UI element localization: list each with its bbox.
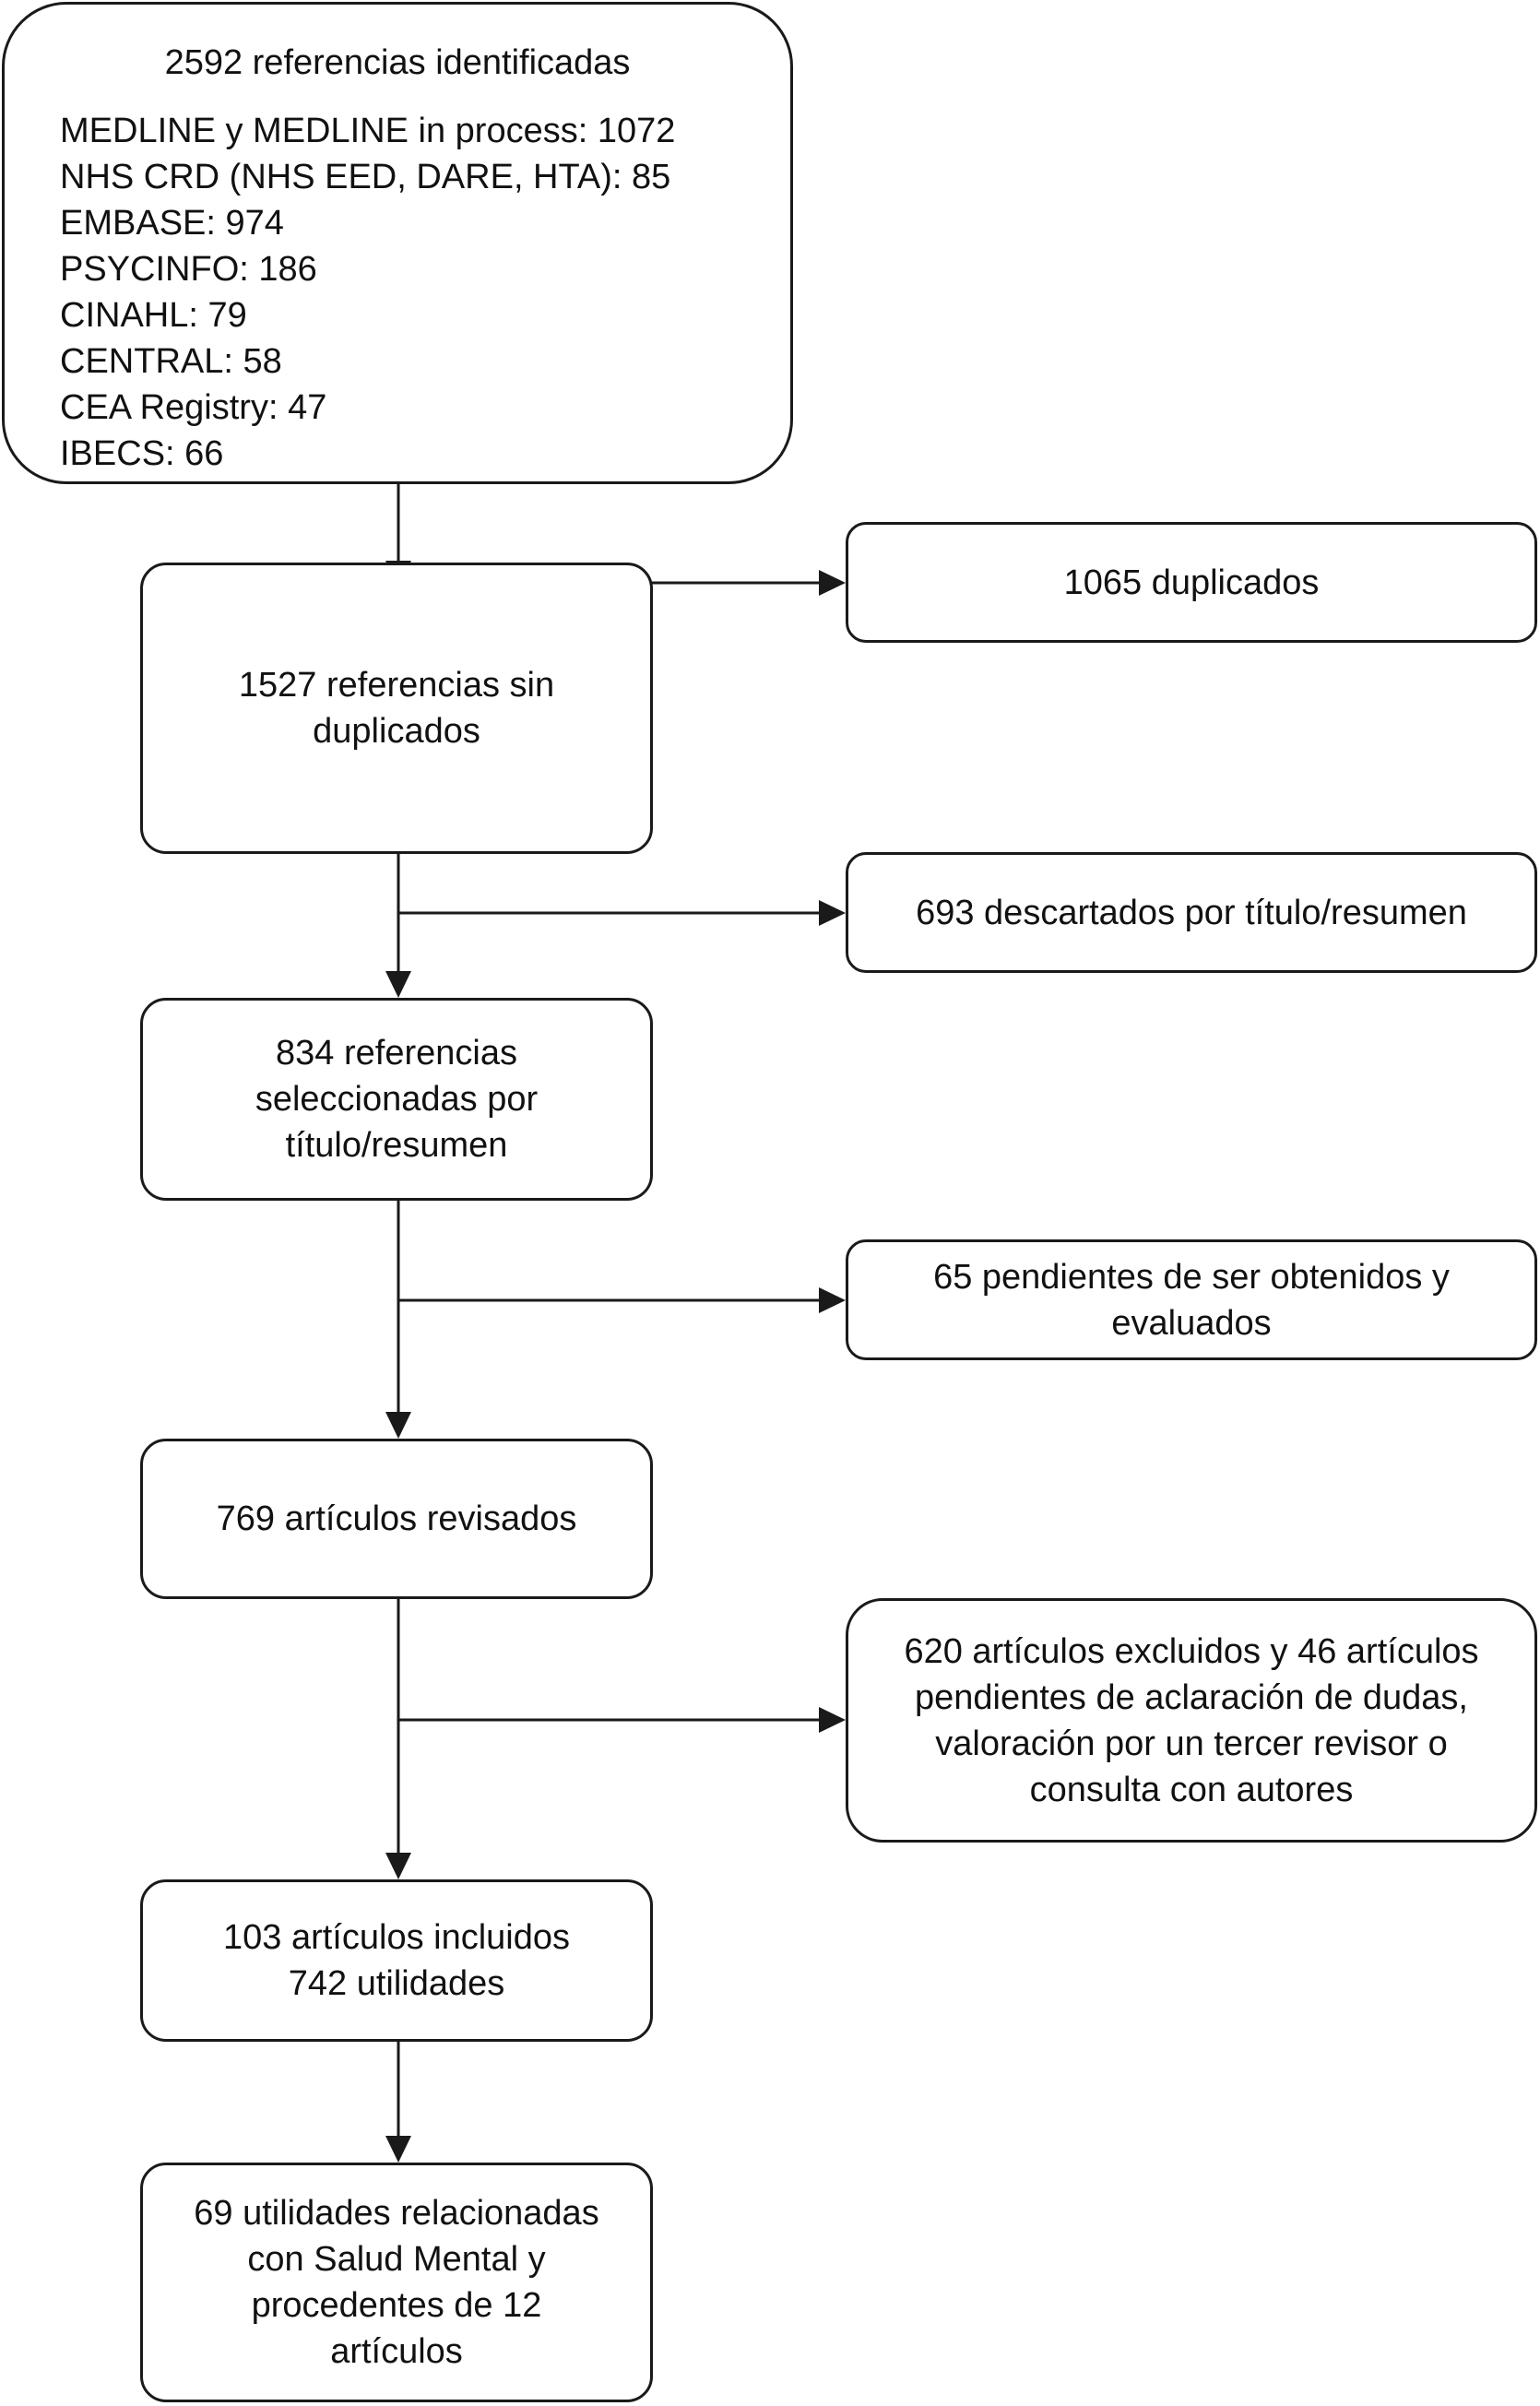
selected-by-title-abstract-box: 834 referencias seleccionadas por título…: [140, 998, 653, 1201]
box-text-line: consulta con autores: [1029, 1770, 1354, 1809]
included-articles-box: 103 artículos incluidos 742 utilidades: [140, 1879, 653, 2042]
database-count: CEA Registry: 47: [60, 388, 327, 427]
box-text-line: valoración por un tercer revisor o: [935, 1724, 1448, 1763]
database-count: CINAHL: 79: [60, 296, 247, 335]
box-text-line: seleccionadas por: [255, 1080, 539, 1119]
box-text-line: pendientes de aclaración de dudas,: [914, 1677, 1468, 1717]
box-text-line: 103 artículos incluidos: [223, 1918, 570, 1957]
discarded-by-title-abstract-box: 693 descartados por título/resumen: [846, 852, 1537, 973]
box-text-line: 620 artículos excluidos y 46 artículos: [904, 1631, 1479, 1671]
duplicates-box: 1065 duplicados: [846, 522, 1537, 643]
excluded-articles-box: 620 artículos excluidos y 46 artículos p…: [846, 1598, 1537, 1843]
mental-health-utilities-box: 69 utilidades relacionadas con Salud Men…: [140, 2163, 653, 2402]
box-text-line: 69 utilidades relacionadas: [194, 2194, 599, 2233]
identified-references-title: 2592 referencias identificadas: [164, 43, 631, 82]
box-text-line: con Salud Mental y: [247, 2240, 546, 2279]
database-count: EMBASE: 974: [60, 204, 284, 243]
box-text-line: 1527 referencias sin: [238, 666, 555, 705]
box-text-line: 65 pendientes de ser obtenidos y: [933, 1257, 1450, 1297]
identified-references-box: 2592 referencias identificadas MEDLINE y…: [2, 2, 793, 484]
box-text-line: 834 referencias: [276, 1034, 517, 1073]
pending-retrieval-box: 65 pendientes de ser obtenidos y evaluad…: [846, 1239, 1537, 1360]
box-text-line: procedentes de 12: [251, 2286, 542, 2325]
database-count: NHS CRD (NHS EED, DARE, HTA): 85: [60, 158, 671, 196]
database-count: MEDLINE y MEDLINE in process: 1072: [60, 112, 676, 150]
box-text-line: título/resumen: [285, 1126, 508, 1165]
deduplicated-references-box: 1527 referencias sin duplicados: [140, 563, 653, 854]
box-text-line: artículos: [330, 2332, 463, 2371]
box-text-line: 693 descartados por título/resumen: [916, 893, 1467, 932]
box-text-line: 1065 duplicados: [1063, 563, 1320, 602]
box-text-line: duplicados: [313, 712, 480, 751]
database-count: IBECS: 66: [60, 434, 224, 473]
reviewed-articles-box: 769 artículos revisados: [140, 1439, 653, 1599]
box-text-line: 769 artículos revisados: [216, 1499, 577, 1538]
database-count: CENTRAL: 58: [60, 342, 282, 381]
box-text-line: 742 utilidades: [288, 1964, 505, 2003]
box-text-line: evaluados: [1111, 1303, 1272, 1343]
database-count: PSYCINFO: 186: [60, 250, 317, 289]
